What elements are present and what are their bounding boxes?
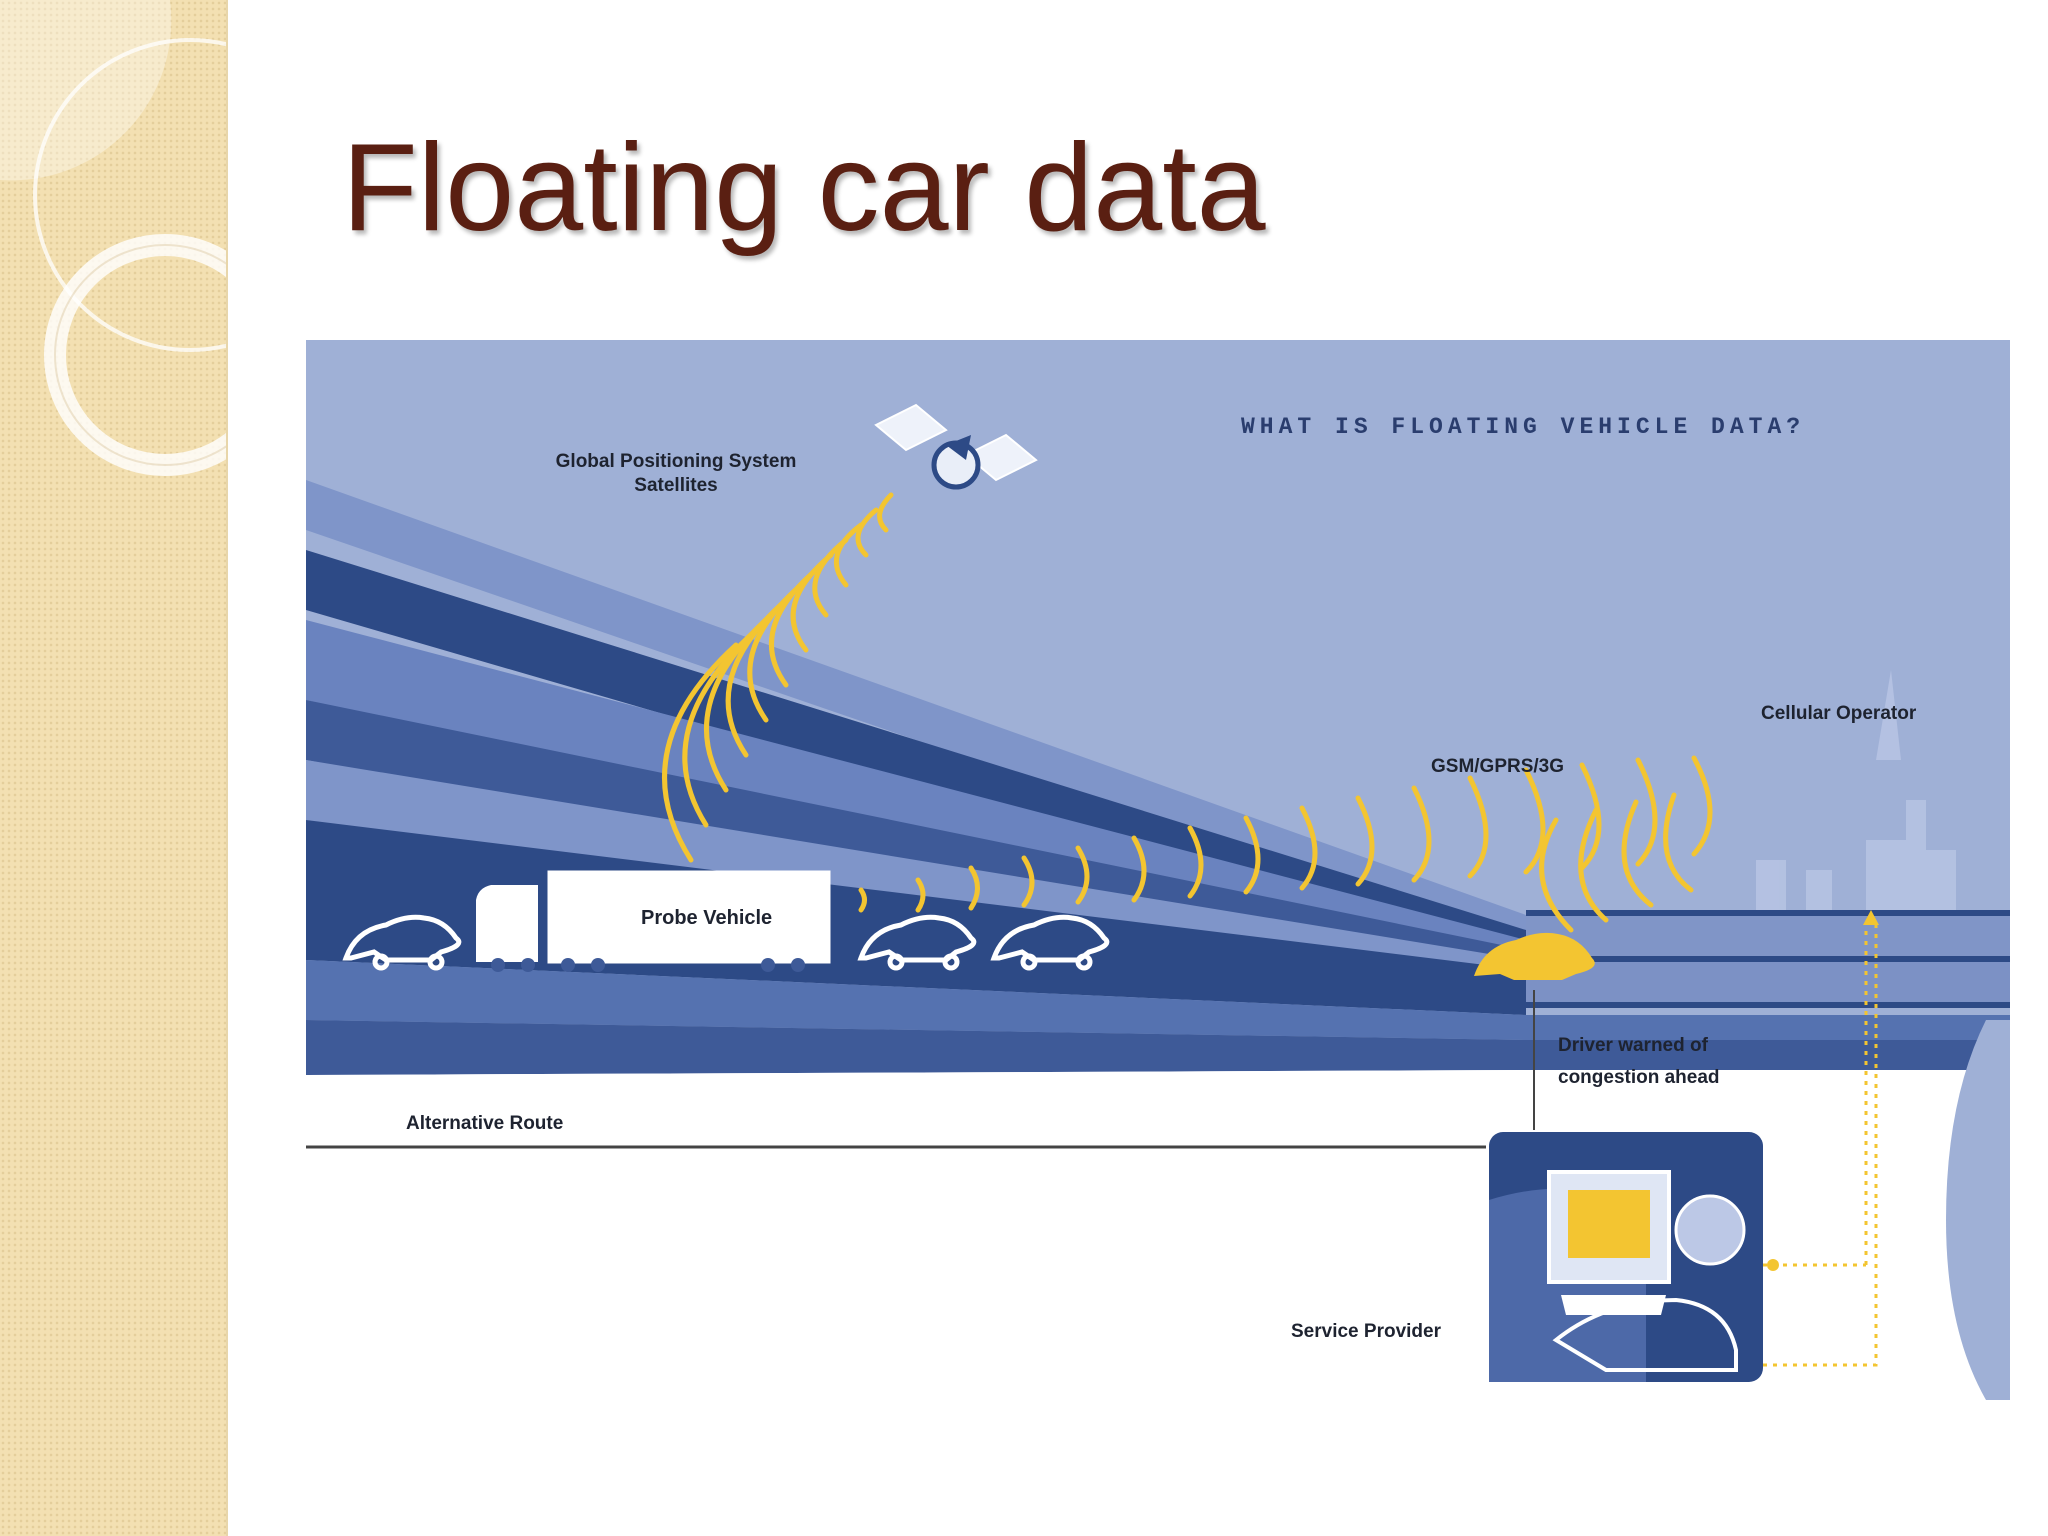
car-icon bbox=[990, 914, 1110, 971]
car-icon bbox=[342, 914, 462, 971]
satellite-icon bbox=[874, 403, 1038, 490]
alternative-route-label: Alternative Route bbox=[406, 1113, 564, 1134]
decorative-circles bbox=[0, 0, 226, 476]
gsm-signal-waves bbox=[858, 755, 1713, 933]
gsm-label: GSM/GPRS/3G bbox=[1431, 756, 1565, 777]
cellular-operator-label: Cellular Operator bbox=[1761, 703, 1917, 724]
fcd-illustration bbox=[306, 340, 2010, 1412]
arrow-icon bbox=[1863, 910, 1879, 925]
diagram-heading: WHAT IS FLOATING VEHICLE DATA? bbox=[1241, 414, 1806, 440]
road-band bbox=[306, 960, 2010, 1040]
driver-warned-label: Driver warned of congestion ahead bbox=[1558, 1035, 1720, 1088]
probe-vehicle-truck bbox=[476, 870, 831, 972]
road-band bbox=[306, 1020, 2010, 1075]
probe-car-icon bbox=[1474, 932, 1595, 980]
gps-satellites-label: Global Positioning System Satellites bbox=[555, 451, 797, 496]
fcd-diagram: WHAT IS FLOATING VEHICLE DATA? Global Po… bbox=[306, 340, 2010, 1412]
service-provider-label: Service Provider bbox=[1291, 1321, 1441, 1342]
decorative-side-strip bbox=[0, 0, 226, 1536]
service-provider-box bbox=[1489, 1132, 1763, 1382]
car-icon bbox=[857, 914, 977, 971]
data-link-dotted bbox=[1763, 922, 1878, 1367]
dot-marker bbox=[1767, 1259, 1779, 1271]
probe-vehicle-label: Probe Vehicle bbox=[641, 907, 773, 929]
slide-title: Floating car data bbox=[342, 119, 1266, 257]
gps-signal-waves bbox=[662, 492, 894, 863]
city-skyline bbox=[1756, 670, 1956, 910]
road-band bbox=[306, 480, 1526, 950]
right-edge-shape bbox=[1946, 1020, 2010, 1400]
strip-divider bbox=[226, 0, 228, 1536]
